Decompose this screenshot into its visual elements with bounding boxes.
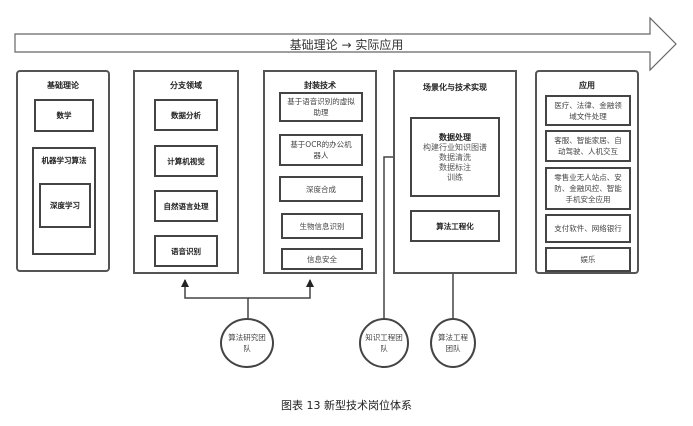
team-knowledge-engineering: 知识工程团队 xyxy=(359,318,409,368)
team1-connector xyxy=(181,279,249,318)
box-info-security: 信息安全 xyxy=(281,248,363,270)
box-speech-recognition: 语音识别 xyxy=(154,235,218,267)
column-scenario-implementation: 场景化与技术实现 数据处理 构建行业知识图谱 数据清洗 数据标注 训练 算法工程… xyxy=(393,70,517,274)
box-ml-algorithms: 机器学习算法 深度学习 xyxy=(32,147,96,255)
team-algorithm-engineering: 算法工程团队 xyxy=(430,318,476,368)
box-nlp: 自然语言处理 xyxy=(154,190,218,222)
box-algorithm-engineering: 算法工程化 xyxy=(410,210,500,242)
box-app-entertainment: 娱乐 xyxy=(545,247,631,272)
team1-connector-right xyxy=(248,279,314,299)
progression-label: 基础理论 → 实际应用 xyxy=(289,38,404,52)
column-packaged-tech: 封装技术 基于语音识别的虚拟助理 基于OCR的办公机器人 深度合成 生物信息识别… xyxy=(263,70,377,274)
box-data-analysis: 数据分析 xyxy=(154,99,218,131)
data-processing-item: 数据清洗 xyxy=(439,152,471,162)
column-title: 分支领域 xyxy=(170,81,202,90)
column-title: 封装技术 xyxy=(304,81,336,90)
data-processing-item: 构建行业知识图谱 xyxy=(423,142,487,152)
column-applications: 应用 医疗、法律、金融领域文件处理 客服、智能家居、自动驾驶、人机交互 零售业无… xyxy=(535,70,639,274)
box-app-document-processing: 医疗、法律、金融领域文件处理 xyxy=(545,95,631,126)
box-app-payment: 支付软件、网络银行 xyxy=(545,214,631,243)
box-app-customer-service: 客服、智能家居、自动驾驶、人机交互 xyxy=(545,130,631,162)
team-algorithm-research: 算法研究团队 xyxy=(220,318,274,368)
box-deep-learning: 深度学习 xyxy=(39,183,91,228)
box-deep-synthesis: 深度合成 xyxy=(279,176,363,202)
data-processing-item: 训练 xyxy=(447,172,463,182)
box-voice-assistant: 基于语音识别的虚拟助理 xyxy=(279,92,363,122)
data-processing-item: 数据标注 xyxy=(439,162,471,172)
column-title: 场景化与技术实现 xyxy=(423,83,487,92)
column-title: 应用 xyxy=(579,81,595,90)
box-ocr-robot: 基于OCR的办公机器人 xyxy=(279,134,363,166)
box-data-processing: 数据处理 构建行业知识图谱 数据清洗 数据标注 训练 xyxy=(410,117,500,197)
box-computer-vision: 计算机视觉 xyxy=(154,145,218,177)
progression-arrow xyxy=(14,16,677,72)
column-branches: 分支领域 数据分析 计算机视觉 自然语言处理 语音识别 xyxy=(133,70,239,274)
box-biometrics: 生物信息识别 xyxy=(281,213,363,239)
box-math: 数学 xyxy=(34,99,94,132)
column-foundation: 基础理论 数学 机器学习算法 深度学习 xyxy=(16,70,110,272)
column-title: 基础理论 xyxy=(47,81,79,90)
box-app-retail-security: 零售业无人站点、安防、金融风控、智能手机安全应用 xyxy=(545,167,631,210)
figure-caption: 图表 13 新型技术岗位体系 xyxy=(281,399,412,412)
